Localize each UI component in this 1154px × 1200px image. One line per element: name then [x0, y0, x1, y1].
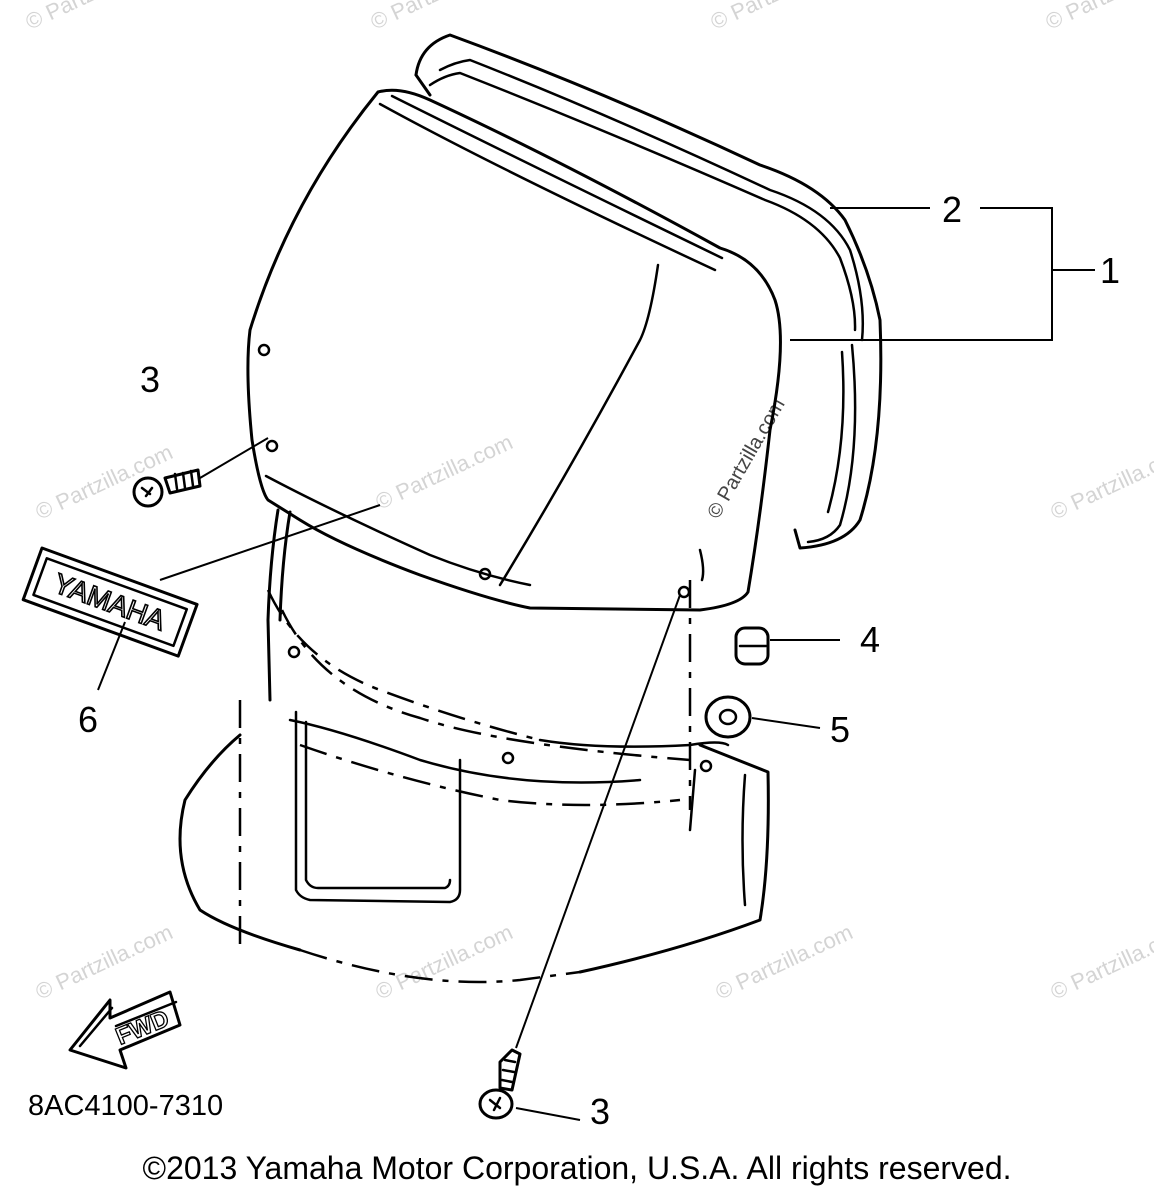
watermark: © Partzilla.com — [1042, 0, 1154, 35]
watermark: © Partzilla.com — [367, 0, 512, 35]
callout-2: 2 — [942, 189, 962, 230]
front-cowl — [178, 508, 770, 984]
watermark: © Partzilla.com — [32, 919, 177, 1004]
watermark: © Partzilla.com — [22, 0, 167, 35]
emblem-text: YAMAHA — [50, 567, 170, 636]
callout-6: 6 — [78, 699, 98, 740]
emblem-leader — [159, 504, 381, 581]
emblem-callout-leader — [97, 621, 126, 691]
grommet — [704, 695, 821, 739]
screw-top — [132, 437, 269, 508]
diagram-code: 8AC4100-7310 — [28, 1090, 224, 1122]
callout-leaders — [790, 207, 1095, 341]
callout-3-bottom: 3 — [590, 1091, 610, 1132]
callout-4: 4 — [860, 619, 880, 660]
callout-3-top: 3 — [140, 359, 160, 400]
watermark: © Partzilla.com — [1047, 919, 1154, 1004]
watermark: © Partzilla.com — [32, 439, 177, 524]
windshield-seal — [414, 33, 883, 550]
watermark: © Partzilla.com — [372, 429, 517, 514]
watermark: © Partzilla.com — [372, 919, 517, 1004]
callout-1: 1 — [1100, 250, 1120, 291]
watermark: © Partzilla.com — [1047, 439, 1154, 524]
watermarks: © Partzilla.com © Partzilla.com © Partzi… — [22, 0, 1154, 1005]
windshield — [246, 88, 782, 612]
yamaha-emblem: YAMAHA — [21, 546, 199, 658]
copyright-notice: ©2013 Yamaha Motor Corporation, U.S.A. A… — [142, 1150, 1012, 1186]
watermark: © Partzilla.com — [703, 395, 789, 523]
watermark: © Partzilla.com — [712, 919, 857, 1004]
forward-arrow-icon: FWD — [68, 990, 182, 1070]
callout-5: 5 — [830, 709, 850, 750]
screw-bottom — [478, 594, 681, 1121]
watermark: © Partzilla.com — [707, 0, 852, 35]
nut — [734, 626, 840, 666]
